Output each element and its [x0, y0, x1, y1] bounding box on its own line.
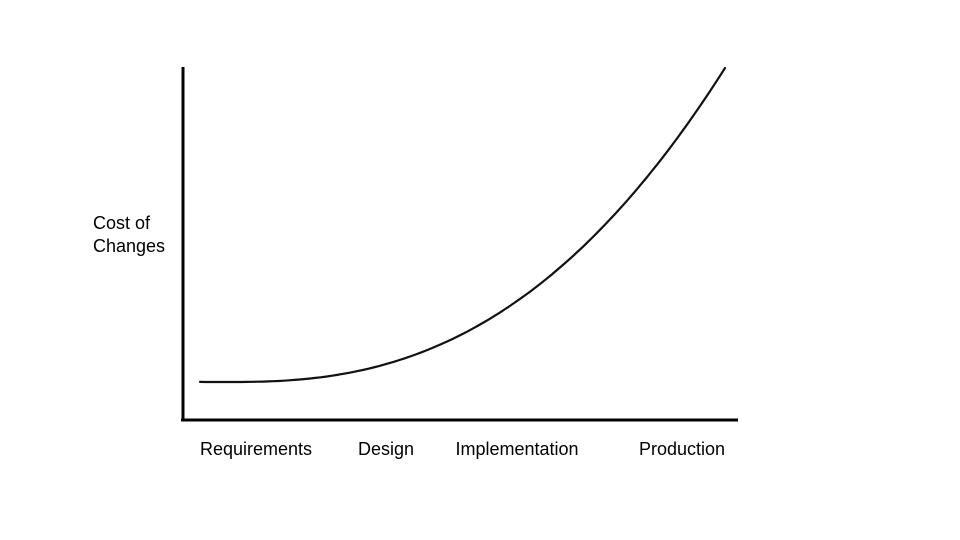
y-axis-label: Cost of Changes [93, 213, 166, 256]
x-tick-label-requirements: Requirements [199, 439, 313, 459]
x-tick-label-design: Design [357, 439, 415, 459]
cost-curve-line [198, 66, 727, 384]
x-tick-label-implementation: Implementation [455, 439, 579, 459]
x-tick-label-production: Production [638, 439, 726, 459]
